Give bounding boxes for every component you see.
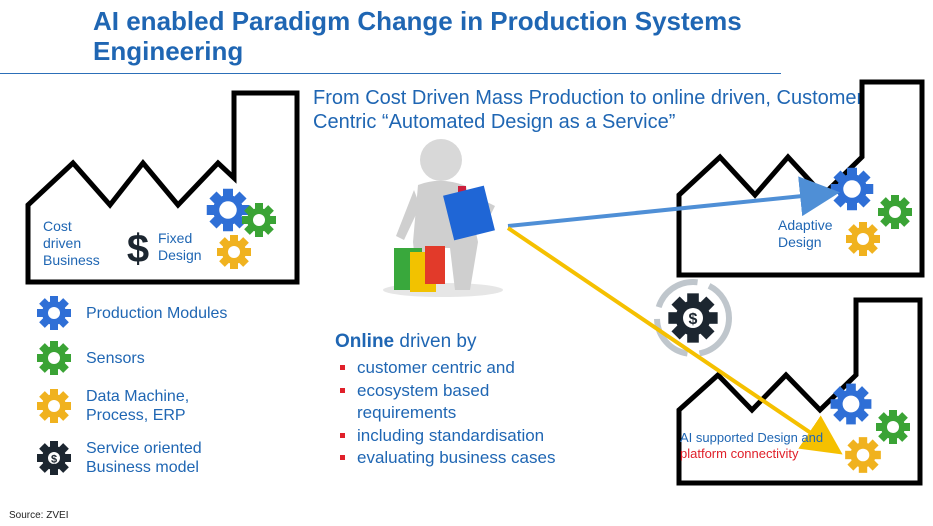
arrow-to-adaptive-design xyxy=(507,176,840,228)
production-gear-icon xyxy=(37,296,71,330)
gear-yellow-top-right-icon xyxy=(846,222,880,256)
legend-item-production: Production Modules xyxy=(36,290,296,336)
service-gear-icon: $ xyxy=(37,441,71,475)
list-item: customer centric and xyxy=(337,357,637,380)
gear-blue-left-icon xyxy=(206,188,250,232)
sensor-gear-icon xyxy=(37,341,71,375)
legend: Production Modules Sensors Data Machine,… xyxy=(36,290,296,484)
gear-yellow-bottom-right-icon xyxy=(845,437,881,473)
svg-text:$: $ xyxy=(51,454,57,466)
gear-green-top-right-icon xyxy=(878,195,912,229)
gear-blue-top-right-icon xyxy=(830,167,874,211)
label-ai-supported-design: AI supported Design and platform connect… xyxy=(680,430,824,461)
legend-item-sensors: Sensors xyxy=(36,336,296,380)
list-item: including standardisation xyxy=(337,425,637,448)
label-cost-driven-business: Cost driven Business xyxy=(43,218,100,268)
factory-bottom-right-outline xyxy=(676,297,923,486)
dollar-icon: $ xyxy=(127,227,149,271)
service-cycle-icon: $ xyxy=(654,279,732,357)
online-heading: Online driven by xyxy=(335,331,477,352)
online-bullet-list: customer centric and ecosystem based req… xyxy=(337,357,637,470)
title-divider xyxy=(0,73,781,74)
arrow-to-ai-design xyxy=(506,226,843,455)
data-gear-icon xyxy=(37,389,71,423)
label-adaptive-design: Adaptive Design xyxy=(778,217,833,250)
legend-item-data: Data Machine, Process, ERP xyxy=(36,380,296,432)
svg-text:$: $ xyxy=(689,311,698,328)
gear-blue-bottom-right-icon xyxy=(830,383,872,425)
page-title: AI enabled Paradigm Change in Production… xyxy=(93,6,742,66)
gear-green-left-icon xyxy=(242,203,276,237)
gear-yellow-left-icon xyxy=(217,235,251,269)
source-note: Source: ZVEI xyxy=(9,510,69,521)
label-platform-connectivity: platform connectivity xyxy=(680,446,799,461)
list-item: ecosystem based requirements xyxy=(337,380,517,425)
shopper-figure-icon xyxy=(383,139,503,297)
label-fixed-design: Fixed Design xyxy=(158,230,202,263)
gear-green-bottom-right-icon xyxy=(876,410,910,444)
legend-item-service: $ Service oriented Business model xyxy=(36,432,296,484)
subtitle: From Cost Driven Mass Production to onli… xyxy=(313,87,864,133)
list-item: evaluating business cases xyxy=(337,447,637,470)
factory-left-outline xyxy=(25,90,300,285)
